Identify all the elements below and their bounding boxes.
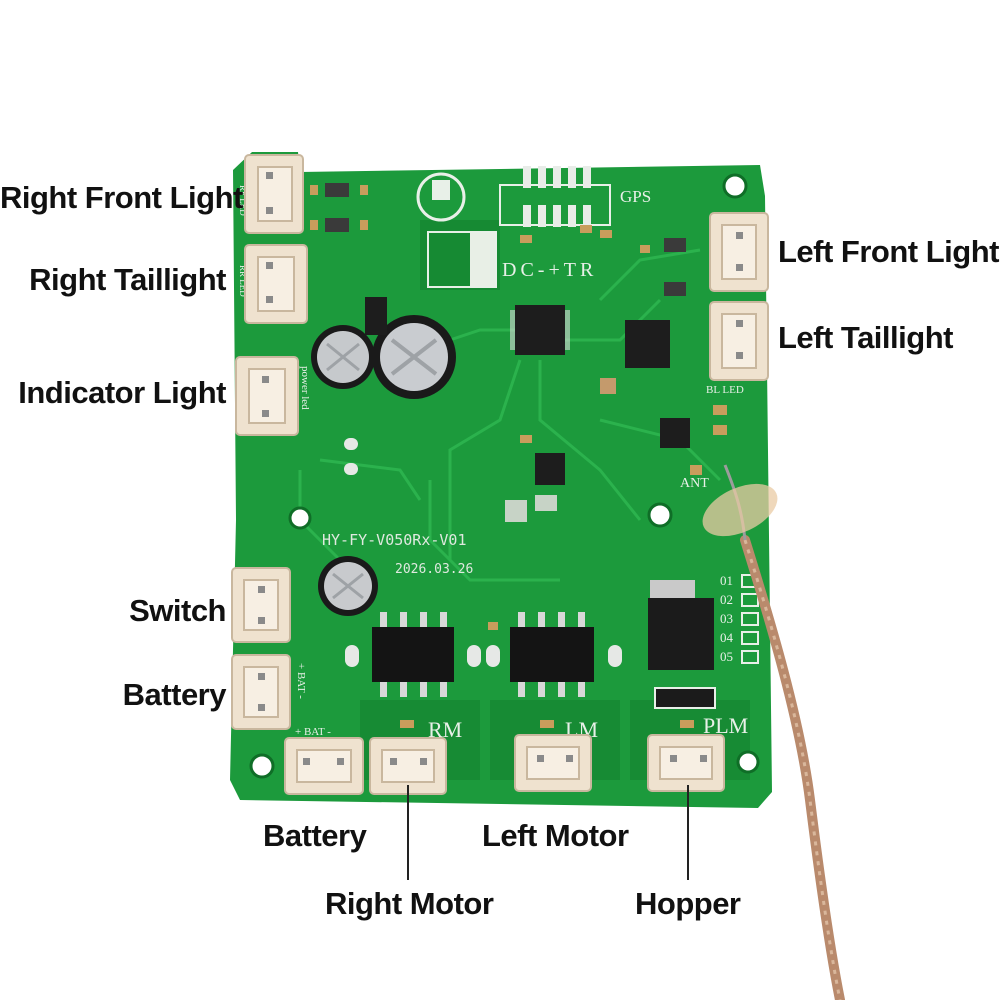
mount-hole-bottom-left <box>249 753 275 779</box>
silk-pad-02: 02 <box>720 592 733 607</box>
capacitor-medium <box>311 325 375 389</box>
silk-pad-05: 05 <box>720 649 733 664</box>
traces <box>298 248 722 582</box>
silk-date: 2026.03.26 <box>395 562 473 577</box>
connector-left-taillight <box>709 301 769 381</box>
label-battery-bottom: Battery <box>263 818 367 853</box>
capacitor-large <box>372 315 456 399</box>
ground-symbol <box>416 172 466 222</box>
silk-dc-tr: DC-+TR <box>502 259 597 281</box>
heatshrink-sleeve <box>702 483 778 537</box>
capacitor-small <box>318 556 378 616</box>
silk-rr-led: RR LED <box>238 265 248 297</box>
sensor-chip <box>535 453 565 485</box>
gps-pads <box>499 166 611 227</box>
silk-pad-04: 04 <box>720 630 734 645</box>
silk-plm: PLM <box>703 713 748 738</box>
small-chip-right <box>660 418 690 448</box>
silk-gps: GPS <box>620 187 651 206</box>
label-battery-side: Battery <box>122 677 227 712</box>
silk-rf-led: RF LED <box>238 185 248 216</box>
solder-pad-block <box>470 232 496 287</box>
connector-right-front-light <box>244 154 304 234</box>
mount-hole-mid-left <box>288 506 312 530</box>
label-right-motor: Right Motor <box>325 886 494 921</box>
connector-right-motor <box>369 737 447 795</box>
mount-hole-bottom-right <box>736 750 760 774</box>
connectors <box>231 154 769 795</box>
power-mosfet <box>648 580 714 670</box>
silk-bat-bottom: + BAT - <box>295 726 331 738</box>
motor-driver-left <box>510 612 594 697</box>
label-left-taillight: Left Taillight <box>778 320 953 355</box>
silk-ant: ANT <box>680 476 709 491</box>
connector-battery-bottom <box>284 737 364 795</box>
rf-chip <box>625 320 670 368</box>
label-left-front-light: Left Front Light <box>778 234 1000 269</box>
label-switch: Switch <box>129 593 226 628</box>
regulator-chip <box>365 297 387 335</box>
label-right-front-light: Right Front Light <box>0 180 243 215</box>
connector-right-taillight <box>244 244 308 324</box>
connector-battery-side <box>231 654 291 730</box>
connector-hopper <box>647 734 725 792</box>
connector-switch <box>231 567 291 643</box>
silk-pad-03: 03 <box>720 611 733 626</box>
mcu-chip <box>510 305 570 355</box>
motor-driver-right <box>372 612 454 697</box>
mount-hole-top-right <box>722 173 748 199</box>
circuit-board: GPS DC-+TR HY-FY-V050Rx-V01 2026.03.26 A… <box>230 152 772 808</box>
connector-left-front-light <box>709 212 769 292</box>
silk-board-id: HY-FY-V050Rx-V01 <box>322 531 467 549</box>
label-right-taillight: Right Taillight <box>29 262 226 297</box>
connector-left-motor <box>514 734 592 792</box>
label-hopper: Hopper <box>635 886 741 921</box>
silk-pad-01: 01 <box>720 573 733 588</box>
smd-components <box>310 183 727 728</box>
silk-bl-led: BL LED <box>706 384 744 396</box>
silk-box <box>427 231 497 288</box>
mount-hole-mid-right <box>647 502 673 528</box>
silk-bat-side: + BAT - <box>295 663 307 699</box>
solder-pads-oval <box>344 438 622 667</box>
label-left-motor: Left Motor <box>482 818 629 853</box>
label-indicator-light: Indicator Light <box>18 375 226 410</box>
antenna-cable <box>702 464 845 1000</box>
diode <box>654 687 716 709</box>
connector-indicator-light <box>235 356 299 436</box>
silk-power-led: power led <box>299 366 311 410</box>
